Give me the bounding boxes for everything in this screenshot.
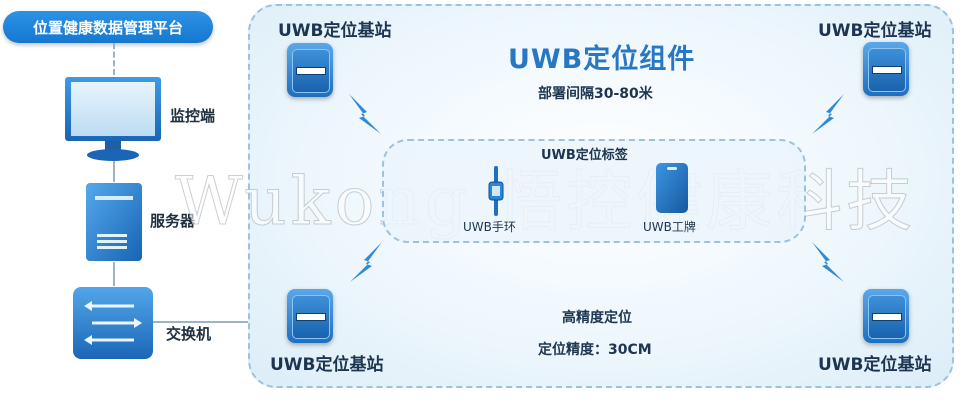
base-station-icon [863,289,909,343]
base-station-label: UWB定位基站 [818,21,932,41]
bracelet-label: UWB手环 [463,220,516,234]
switch-icon [73,287,153,359]
connector-line [113,43,115,75]
platform-title: 位置健康数据管理平台 [3,11,213,43]
precision-title: 高精度定位 [562,310,632,326]
badge-icon [656,163,688,213]
base-station-label: UWB定位基站 [278,21,392,41]
monitor-icon [65,77,161,161]
server-label: 服务器 [150,212,196,230]
server-icon [86,183,142,261]
lightning-icon [349,94,381,134]
base-station-icon [863,42,909,96]
lightning-icon [812,94,844,134]
connector-line [113,160,115,182]
deployment-interval: 部署间隔30-80米 [538,86,653,102]
precision-value: 定位精度：30CM [538,342,652,358]
uwb-tag-area [382,139,806,243]
base-station-label: UWB定位基站 [818,355,932,375]
uwb-tag-title: UWB定位标签 [541,148,628,163]
base-station-icon [287,43,333,97]
lightning-icon [350,242,382,282]
connector-line [152,321,250,323]
connector-line [113,262,115,286]
base-station-label: UWB定位基站 [270,355,384,375]
badge-label: UWB工牌 [643,220,696,234]
bracelet-icon [488,166,504,216]
monitor-label: 监控端 [170,107,216,125]
base-station-icon [287,289,333,343]
lightning-icon [812,242,844,282]
uwb-component-title: UWB定位组件 [508,44,696,75]
switch-label: 交换机 [166,325,212,343]
